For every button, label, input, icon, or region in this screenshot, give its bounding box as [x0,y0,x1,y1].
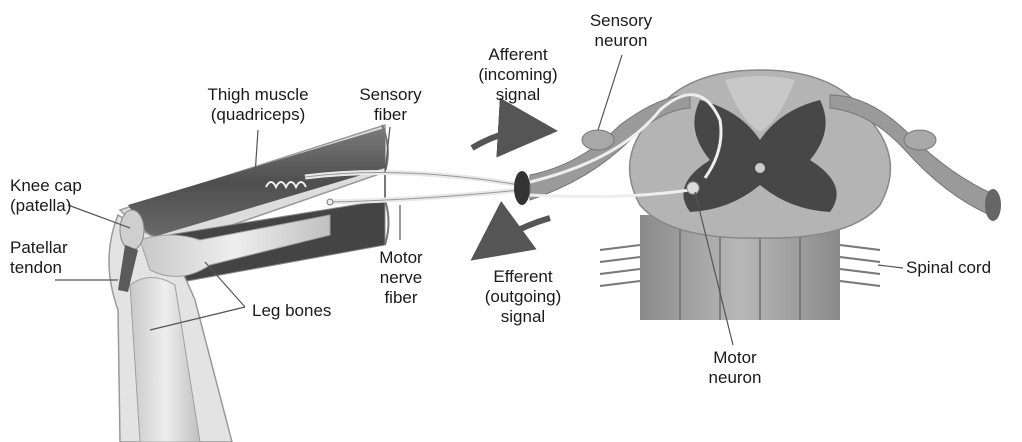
label-sensory-fiber: Sensory fiber [343,85,438,125]
label-afferent-signal: Afferent (incoming) signal [462,45,574,105]
nerve-bundle-end [514,171,530,205]
motor-fiber-line [330,190,520,202]
label-spinal-cord: Spinal cord [906,258,991,278]
label-sensory-neuron: Sensory neuron [580,11,662,51]
label-thigh-muscle: Thigh muscle (quadriceps) [188,85,328,125]
leader-sensory-neuron [598,55,622,130]
label-motor-nerve-fiber: Motor nerve fiber [362,248,440,308]
label-leg-bones: Leg bones [252,301,331,321]
patella [120,210,144,250]
label-efferent-signal: Efferent (outgoing) signal [462,267,584,327]
label-motor-neuron: Motor neuron [690,348,780,388]
afferent-arrow [472,130,540,148]
label-patellar-tendon: Patellar tendon [10,238,68,278]
spinal-cord [530,70,1001,320]
leader-spinal-cord [878,265,903,268]
efferent-arrow [485,218,550,250]
label-knee-cap: Knee cap (patella) [10,176,82,216]
motor-neuron-body [687,182,699,194]
